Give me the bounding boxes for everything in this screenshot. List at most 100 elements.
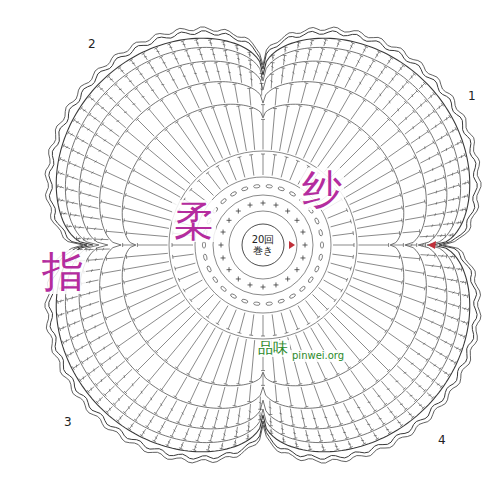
- stitch-mark: [441, 164, 443, 168]
- stitch-mark: [69, 213, 71, 217]
- stitch-mark: [335, 66, 343, 84]
- stitch-mark: [298, 306, 309, 324]
- stitch-mark: [250, 79, 253, 80]
- stitch-mark: [281, 424, 283, 433]
- stitch-mark: [380, 93, 381, 96]
- stitch-mark: [296, 108, 313, 156]
- stitch-mark: [297, 45, 299, 47]
- stitch-mark: [175, 267, 176, 271]
- stitch-mark: [425, 243, 426, 247]
- stitch-mark: [413, 110, 416, 113]
- stitch-mark: [120, 417, 121, 420]
- stitch-mark: [193, 415, 195, 417]
- stitch-mark: [97, 397, 103, 402]
- stitch-mark: [179, 272, 198, 280]
- stitch-mark: [62, 341, 64, 345]
- stitch-mark: [348, 441, 351, 448]
- stitch-mark: [461, 267, 462, 271]
- stitch-mark: [63, 339, 70, 342]
- stitch-mark: [404, 357, 420, 370]
- stitch-mark: [94, 161, 96, 163]
- stitch-mark: [169, 71, 179, 89]
- stitch-mark: [68, 202, 79, 204]
- stitch-mark: [453, 291, 455, 293]
- stitch-mark: [437, 384, 440, 385]
- stitch-mark: [90, 115, 100, 123]
- stitch-mark: [339, 423, 343, 425]
- stitch-mark: [334, 299, 336, 302]
- stitch-mark: [437, 152, 439, 156]
- stitch-mark: [88, 194, 90, 196]
- round-line: [100, 82, 427, 409]
- stitch-mark: [88, 95, 91, 98]
- stitch-mark: [63, 144, 65, 148]
- stitch-mark: [104, 393, 107, 396]
- stitch-mark: [415, 382, 425, 391]
- stitch-mark: [399, 231, 400, 235]
- watermark: 纱: [300, 168, 344, 210]
- stitch-mark: [208, 173, 221, 190]
- stitch-mark: [313, 63, 318, 81]
- stitch-mark: [161, 84, 164, 85]
- stitch-mark: [60, 326, 66, 329]
- stitch-mark: [70, 163, 81, 168]
- stitch-mark: [436, 105, 442, 110]
- stitch-mark: [275, 385, 277, 402]
- stitch-mark: [431, 396, 434, 399]
- stitch-mark: [310, 39, 314, 41]
- stitch-mark: [212, 427, 216, 428]
- stitch-mark: [352, 255, 354, 259]
- stitch-mark: [452, 233, 453, 237]
- stitch-mark: [286, 105, 290, 107]
- stitch-mark: [327, 88, 336, 108]
- stitch-mark: [228, 64, 231, 81]
- stitch-mark: [125, 293, 126, 297]
- stitch-mark: [294, 267, 299, 272]
- stitch-mark: [237, 58, 240, 59]
- stitch-mark: [58, 300, 64, 302]
- stitch-mark: [64, 146, 70, 149]
- stitch-mark: [238, 54, 239, 64]
- stitch-mark: [67, 226, 72, 227]
- stitch-mark: [440, 339, 451, 345]
- stitch-mark: [400, 193, 401, 197]
- stitch-mark: [334, 87, 338, 89]
- stitch-mark: [94, 352, 96, 355]
- stitch-mark: [190, 88, 199, 108]
- stitch-mark: [307, 323, 310, 325]
- stitch-mark: [285, 332, 289, 333]
- stitch-mark: [181, 442, 184, 448]
- site-logo: 品味: [256, 340, 290, 357]
- stitch-mark: [348, 443, 351, 444]
- stitch-mark: [302, 417, 305, 419]
- stitch-mark: [95, 258, 96, 261]
- stitch-mark: [167, 439, 170, 446]
- stitch-mark: [444, 199, 446, 203]
- stitch-mark: [419, 257, 420, 261]
- stitch-mark: [71, 336, 73, 340]
- stitch-mark: [332, 50, 336, 61]
- stitch-mark: [381, 344, 399, 359]
- stitch-mark: [188, 116, 215, 163]
- stitch-mark: [91, 269, 92, 272]
- stitch-mark: [102, 217, 121, 220]
- stitch-mark: [220, 387, 225, 407]
- stitch-mark: [190, 188, 192, 191]
- stitch-mark: [210, 430, 213, 441]
- stitch-mark: [403, 296, 423, 303]
- stitch-mark: [291, 424, 295, 426]
- stitch-mark: [141, 391, 142, 394]
- stitch-mark: [455, 127, 457, 130]
- stitch-mark: [222, 41, 226, 43]
- stitch-mark: [437, 235, 445, 236]
- stitch-mark: [110, 97, 113, 99]
- stitch-mark: [133, 318, 135, 321]
- stitch-mark: [72, 309, 74, 312]
- stitch-mark: [107, 373, 110, 376]
- stitch-mark: [239, 74, 242, 75]
- stitch-mark: [315, 427, 319, 428]
- stitch-mark: [238, 106, 246, 151]
- stitch-mark: [421, 254, 435, 256]
- stitch-mark: [435, 299, 437, 301]
- stitch-mark: [74, 321, 75, 324]
